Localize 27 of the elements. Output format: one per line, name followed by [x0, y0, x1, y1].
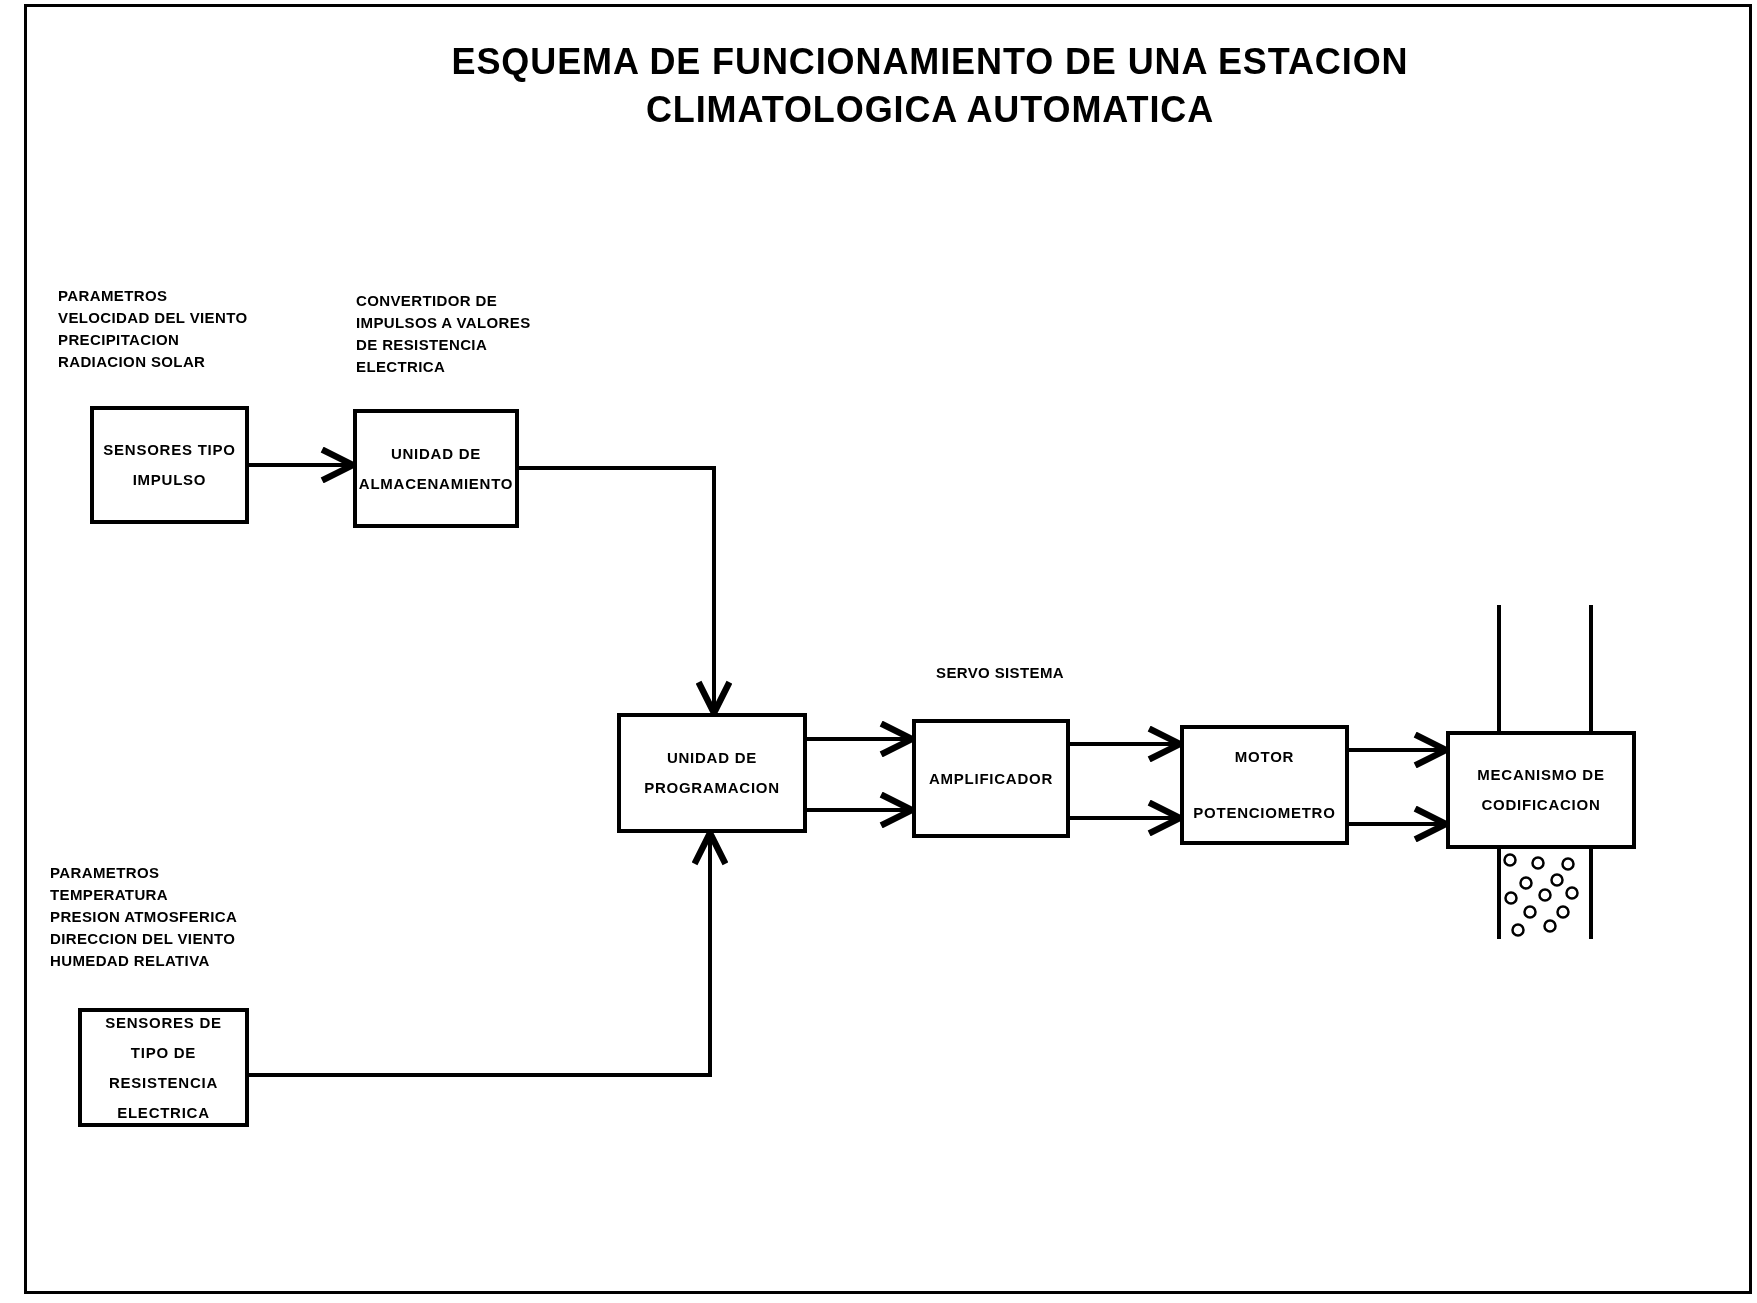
annotation-text: SERVO SISTEMA [936, 663, 1064, 683]
process-box [617, 713, 807, 833]
process-box [353, 409, 519, 528]
annotation-text: PARAMETROS [50, 863, 160, 883]
annotation-text: HUMEDAD RELATIVA [50, 951, 210, 971]
annotation-text: RADIACION SOLAR [58, 352, 206, 372]
box-label: UNIDAD DE ALMACENAMIENTO [358, 443, 514, 494]
box-label: POTENCIOMETRO [1193, 803, 1336, 823]
annotation-text: VELOCIDAD DEL VIENTO [58, 308, 248, 328]
box-label: MOTOR [1234, 747, 1295, 767]
process-box [78, 1008, 249, 1127]
box-label: AMPLIFICADOR [929, 768, 1053, 789]
process-box [912, 719, 1070, 838]
annotation-text: PARAMETROS [58, 286, 168, 306]
box-label: MECANISMO DE CODIFICACION [1476, 765, 1606, 815]
annotation-text: DIRECCION DEL VIENTO [50, 929, 236, 949]
process-box [1446, 731, 1636, 849]
annotation-text: TEMPERATURA [50, 885, 168, 905]
box-label: UNIDAD DE PROGRAMACION [643, 748, 781, 798]
process-box [1180, 725, 1349, 845]
diagram-title: ESQUEMA DE FUNCIONAMIENTO DE UNA ESTACION CLIMATOLOGICA AUTOMATICA [450, 40, 1410, 132]
process-box [90, 406, 249, 524]
box-label: SENSORES DE TIPO DE RESISTENCIA ELECTRICA [104, 1012, 223, 1123]
annotation-text: PRESION ATMOSFERICA [50, 907, 238, 927]
box-label: SENSORES TIPO IMPULSO [102, 440, 237, 490]
annotation-text: PRECIPITACION [58, 330, 180, 350]
annotation-text: CONVERTIDOR DE IMPULSOS A VALORES DE RESISTENCIA ELECTRICA [356, 291, 532, 377]
